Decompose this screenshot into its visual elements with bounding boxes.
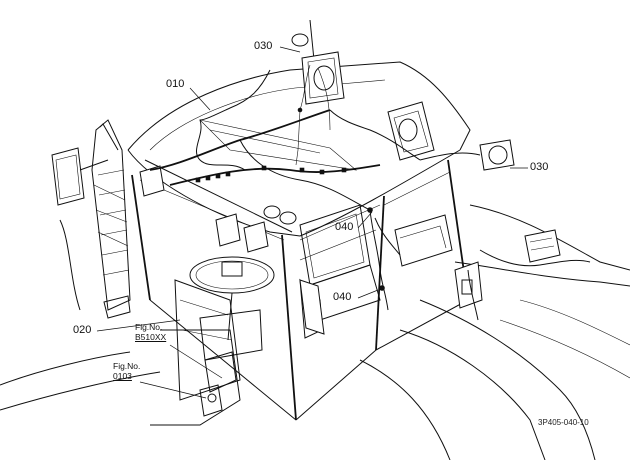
figure-ref-b510xx: Fig.No. B510XX: [135, 322, 167, 343]
operator-seat: [299, 204, 453, 321]
wiring-harness-040: [369, 209, 591, 321]
door: [299, 278, 325, 339]
engine-hood: [0, 219, 241, 426]
callout-020: 020: [73, 324, 92, 336]
wiring-harness-010: [149, 64, 481, 211]
callout-030-top: 030: [254, 40, 273, 52]
work-lamps-front: [139, 165, 297, 253]
callout-010: 010: [166, 78, 185, 90]
callout-040-upper: 040: [335, 221, 354, 233]
leader-lines: [96, 46, 528, 399]
left-mirror: [51, 147, 109, 206]
dash-console: [174, 279, 241, 417]
exhaust-stack: [91, 119, 131, 319]
callout-040-lower: 040: [333, 291, 352, 303]
figure-ref-0103-label: Fig.No.: [113, 361, 141, 371]
work-lamp-right: [387, 101, 515, 171]
figure-ref-b510xx-number: B510XX: [135, 331, 167, 342]
beacon-unit: [291, 19, 345, 105]
rear-fender: [359, 204, 630, 460]
cab-frame: [131, 159, 469, 421]
cab-roof: [127, 61, 471, 237]
harness-connectors: [195, 107, 385, 291]
figure-ref-b510xx-label: Fig.No.: [135, 322, 163, 332]
callout-030-right: 030: [530, 161, 549, 173]
figure-ref-0103-number: 0103: [113, 370, 132, 381]
rear-lamp: [454, 229, 561, 309]
steering-wheel: [189, 256, 275, 361]
drawing-code: 3P405-040-10: [538, 418, 589, 427]
figure-ref-0103: Fig.No. 0103: [113, 361, 141, 382]
